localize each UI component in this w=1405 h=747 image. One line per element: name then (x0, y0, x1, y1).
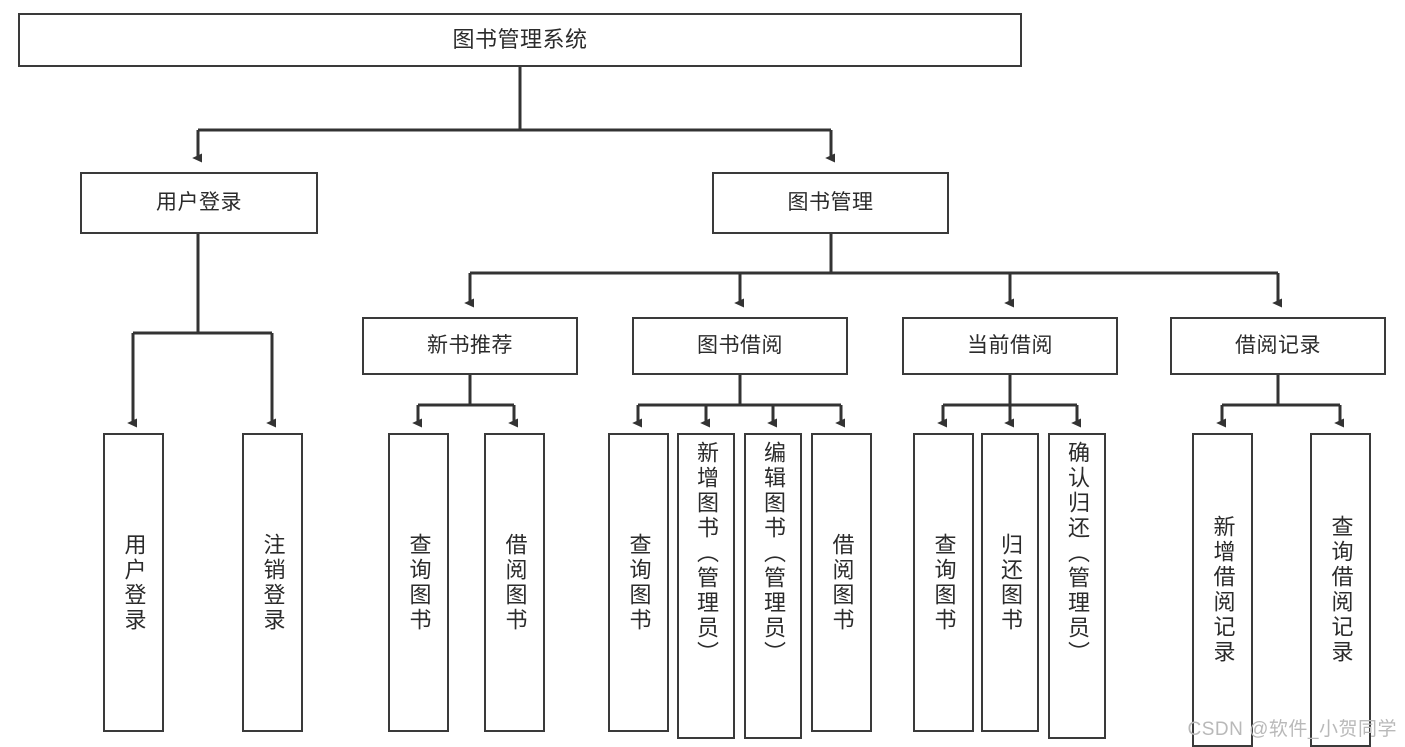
leaf-new-book-query[interactable]: 查询图书 (388, 433, 449, 732)
node-current-borrow-label: 当前借阅 (967, 334, 1053, 358)
node-book-management[interactable]: 图书管理 (712, 172, 949, 234)
node-root[interactable]: 图书管理系统 (18, 13, 1022, 67)
csdn-watermark: CSDN @软件_小贺同学 (1187, 719, 1397, 740)
leaf-book-borrow-add[interactable]: 新增图书（管理员） (677, 433, 735, 739)
node-current-borrow[interactable]: 当前借阅 (902, 317, 1118, 375)
leaf-book-borrow-edit[interactable]: 编辑图书（管理员） (744, 433, 802, 739)
leaf-borrow-record-query-label: 查询借阅记录 (1328, 515, 1354, 665)
node-borrow-record[interactable]: 借阅记录 (1170, 317, 1386, 375)
leaf-current-borrow-query-label: 查询图书 (931, 532, 957, 633)
leaf-new-book-borrow[interactable]: 借阅图书 (484, 433, 545, 732)
leaf-user-login-logout[interactable]: 注销登录 (242, 433, 303, 732)
leaf-borrow-record-query[interactable]: 查询借阅记录 (1310, 433, 1371, 747)
node-user-login[interactable]: 用户登录 (80, 172, 318, 234)
node-borrow-record-label: 借阅记录 (1235, 334, 1321, 358)
leaf-book-borrow-add-label: 新增图书（管理员） (694, 441, 719, 666)
leaf-book-borrow-edit-label: 编辑图书（管理员） (761, 441, 786, 666)
leaf-book-borrow-query[interactable]: 查询图书 (608, 433, 669, 732)
node-user-login-label: 用户登录 (156, 191, 242, 215)
leaf-book-borrow-query-label: 查询图书 (626, 532, 652, 633)
leaf-current-borrow-confirm[interactable]: 确认归还（管理员） (1048, 433, 1106, 739)
leaf-current-borrow-return[interactable]: 归还图书 (981, 433, 1039, 732)
leaf-user-login-login-label: 用户登录 (121, 532, 147, 633)
leaf-current-borrow-query[interactable]: 查询图书 (913, 433, 974, 732)
leaf-new-book-query-label: 查询图书 (406, 532, 432, 633)
leaf-user-login-login[interactable]: 用户登录 (103, 433, 164, 732)
leaf-book-borrow-borrow[interactable]: 借阅图书 (811, 433, 872, 732)
node-book-management-label: 图书管理 (787, 191, 874, 215)
leaf-borrow-record-add[interactable]: 新增借阅记录 (1192, 433, 1253, 747)
leaf-new-book-borrow-label: 借阅图书 (502, 532, 528, 633)
node-new-book-recommend-label: 新书推荐 (427, 334, 513, 358)
leaf-borrow-record-add-label: 新增借阅记录 (1210, 515, 1236, 665)
leaf-current-borrow-confirm-label: 确认归还（管理员） (1065, 441, 1090, 666)
node-book-borrow-label: 图书借阅 (697, 334, 783, 358)
leaf-user-login-logout-label: 注销登录 (260, 532, 286, 633)
node-root-label: 图书管理系统 (452, 26, 588, 52)
leaf-current-borrow-return-label: 归还图书 (998, 532, 1023, 633)
leaf-book-borrow-borrow-label: 借阅图书 (829, 532, 855, 633)
node-book-borrow[interactable]: 图书借阅 (632, 317, 848, 375)
node-new-book-recommend[interactable]: 新书推荐 (362, 317, 578, 375)
